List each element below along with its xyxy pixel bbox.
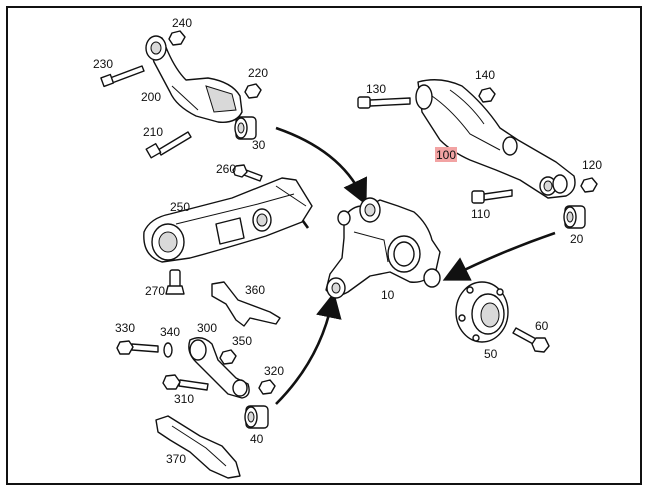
label-230: 230 xyxy=(93,57,113,71)
label-10: 10 xyxy=(381,288,395,302)
part-260-bolt[interactable] xyxy=(232,164,263,182)
label-140: 140 xyxy=(475,68,495,82)
part-220-nut[interactable] xyxy=(244,83,262,99)
label-130: 130 xyxy=(366,82,386,96)
label-240: 240 xyxy=(172,16,192,30)
part-130-bolt[interactable] xyxy=(357,96,411,109)
part-320-nut[interactable] xyxy=(258,379,276,395)
part-30-bushing[interactable] xyxy=(234,116,257,140)
label-40: 40 xyxy=(250,432,264,446)
part-200-upper-arm[interactable] xyxy=(145,35,243,123)
part-110-bolt[interactable] xyxy=(471,189,513,204)
part-300-lower-link[interactable] xyxy=(188,337,250,399)
label-330: 330 xyxy=(115,321,135,335)
label-310: 310 xyxy=(174,392,194,406)
part-330-bolt[interactable] xyxy=(116,340,159,355)
label-220: 220 xyxy=(248,66,268,80)
label-340: 340 xyxy=(160,325,180,339)
label-60: 60 xyxy=(535,319,549,333)
part-370-shield[interactable] xyxy=(155,415,241,479)
label-350: 350 xyxy=(232,334,252,348)
arrow-upper-left-to-knuckle xyxy=(275,126,367,206)
label-210: 210 xyxy=(143,125,163,139)
label-260: 260 xyxy=(216,162,236,176)
arrow-right-to-knuckle xyxy=(442,231,556,281)
highlight-marker-100 xyxy=(435,147,457,162)
label-270: 270 xyxy=(145,284,165,298)
part-140-nut[interactable] xyxy=(478,87,496,103)
label-100: 100 xyxy=(436,148,456,162)
part-350-nut[interactable] xyxy=(219,349,237,365)
part-50-wheel-hub[interactable] xyxy=(455,281,509,343)
label-110: 110 xyxy=(471,207,490,221)
label-370: 370 xyxy=(166,452,186,466)
part-20-bushing[interactable] xyxy=(563,205,586,229)
part-100-lateral-arm[interactable] xyxy=(415,79,576,199)
diagram-frame xyxy=(6,6,642,485)
part-310-bolt[interactable] xyxy=(162,374,209,391)
label-250: 250 xyxy=(170,200,190,214)
label-200: 200 xyxy=(141,90,161,104)
label-120: 120 xyxy=(582,158,602,172)
part-labels: 240 230 220 200 210 30 260 250 270 360 3… xyxy=(93,16,602,466)
part-250-spring-link[interactable] xyxy=(143,177,313,263)
part-60-bolt[interactable] xyxy=(512,327,550,353)
part-210-bolt[interactable] xyxy=(145,131,192,159)
label-30: 30 xyxy=(252,138,266,152)
label-320: 320 xyxy=(264,364,284,378)
label-360: 360 xyxy=(245,283,265,297)
part-120-nut[interactable] xyxy=(580,177,598,193)
part-230-bolt[interactable] xyxy=(100,65,145,88)
part-40-bushing[interactable] xyxy=(244,405,269,429)
part-10-wheel-carrier[interactable] xyxy=(325,197,441,299)
arrow-lower-to-knuckle xyxy=(275,291,342,405)
label-20: 20 xyxy=(570,232,584,246)
label-300: 300 xyxy=(197,321,217,335)
part-360-bracket[interactable] xyxy=(211,281,281,327)
part-340-washer[interactable] xyxy=(163,342,173,358)
part-240-nut[interactable] xyxy=(168,30,186,46)
part-270-nut[interactable] xyxy=(165,269,185,295)
label-50: 50 xyxy=(484,347,498,361)
